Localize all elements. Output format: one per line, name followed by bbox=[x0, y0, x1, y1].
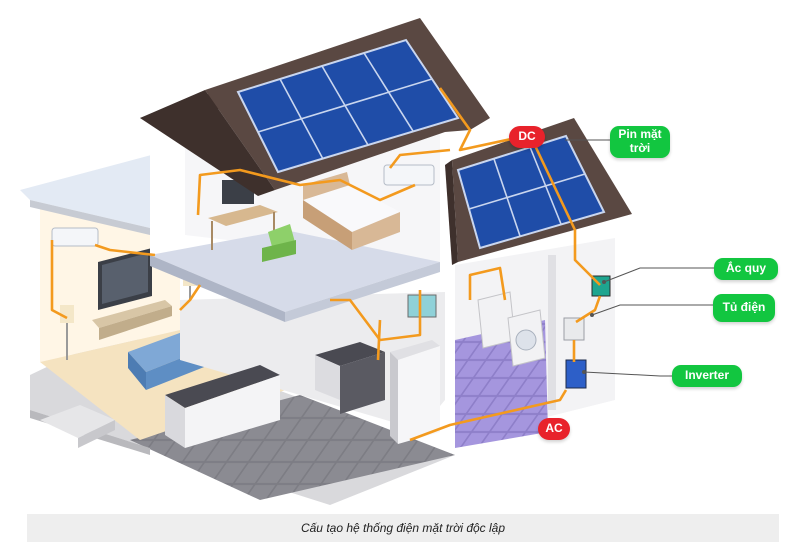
solar-panel-tag: Pin mặt trời bbox=[610, 126, 670, 158]
callout-leaders bbox=[565, 139, 720, 377]
annex-roof bbox=[445, 118, 632, 265]
caption-bar: Cấu tạo hệ thống điện mặt trời độc lập bbox=[27, 514, 779, 542]
caption: Cấu tạo hệ thống điện mặt trời độc lập bbox=[300, 521, 506, 535]
living-room bbox=[20, 150, 300, 448]
main-solar-panels bbox=[236, 38, 460, 174]
battery-tag: Ắc quy bbox=[714, 258, 778, 280]
inverter-tag: Inverter bbox=[672, 365, 742, 387]
distribution-box-tag: Tủ điện bbox=[713, 294, 775, 322]
ac-tag: AC bbox=[538, 418, 570, 440]
electrical-wiring bbox=[50, 87, 602, 442]
dc-tag: DC bbox=[509, 126, 545, 148]
